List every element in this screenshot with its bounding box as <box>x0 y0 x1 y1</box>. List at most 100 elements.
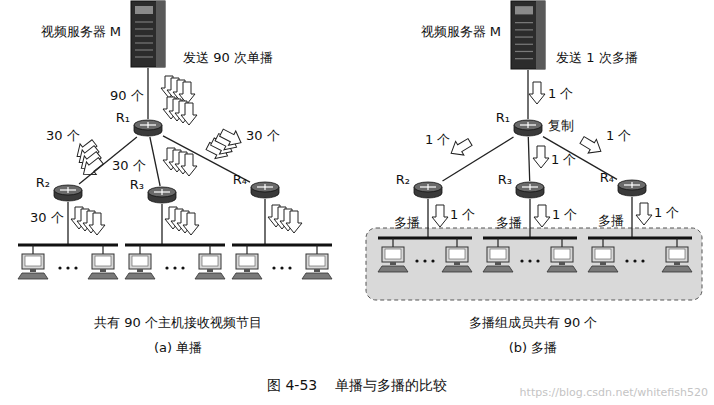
router-node: R₂ <box>413 181 443 199</box>
router-label: R₃ <box>130 177 144 192</box>
hollow-arrow <box>529 82 545 104</box>
server-panel <box>515 6 533 14</box>
server-vent <box>515 29 533 30</box>
router-top <box>251 182 279 192</box>
router-label: R₁ <box>116 110 130 125</box>
router-link <box>529 199 530 238</box>
server-vent <box>515 36 533 37</box>
hollow-arrow <box>534 205 550 227</box>
arrow-stack <box>163 97 197 125</box>
ellipsis-dot <box>58 266 61 269</box>
computer-symbol <box>547 238 577 272</box>
flow-count: 1 个 <box>552 207 577 222</box>
server-case <box>131 1 165 67</box>
router-link <box>67 202 68 245</box>
router-link <box>427 199 428 238</box>
link-line <box>150 137 160 186</box>
computer-symbol <box>18 245 48 279</box>
router-label: R₃ <box>498 172 512 187</box>
flow-count: 1 个 <box>425 132 450 147</box>
flow-count: 1 个 <box>551 152 576 167</box>
router-icon <box>133 119 163 137</box>
arrow-stack <box>71 207 105 235</box>
router-mark <box>147 122 148 128</box>
server-label: 视频服务器 M <box>41 24 121 39</box>
ellipsis-dot <box>415 259 418 262</box>
ellipsis-dot <box>520 259 523 262</box>
flow-count: 1 个 <box>654 205 679 220</box>
ellipsis-dot <box>633 259 636 262</box>
lan-right <box>366 197 702 300</box>
link-line <box>527 70 528 119</box>
flow-count: 1 个 <box>450 207 475 222</box>
panel-label: (b) 多播 <box>509 340 558 355</box>
computer-symbol <box>588 238 618 272</box>
flow-count: 30 个 <box>112 158 146 173</box>
computer-symbol <box>442 238 472 272</box>
router-label: R₄ <box>600 170 614 185</box>
router-node: R₂ <box>53 184 83 202</box>
hollow-arrow <box>432 205 448 227</box>
server-vent <box>515 44 533 45</box>
router-icon <box>513 119 543 137</box>
router-top <box>516 182 544 192</box>
router-node: R₁ <box>513 119 543 137</box>
router-icon <box>413 181 443 199</box>
panel-label: (a) 单播 <box>154 340 202 355</box>
server-icon <box>127 0 169 68</box>
annotation: 多播 <box>394 215 420 230</box>
annotation: 多播 <box>598 213 624 228</box>
router-icon <box>53 184 83 202</box>
arrow-stack <box>165 207 199 235</box>
ellipsis-dot <box>280 266 283 269</box>
ellipsis-dot <box>423 259 426 262</box>
router-mark <box>67 187 68 193</box>
router-mark <box>529 184 530 190</box>
lan-left <box>18 199 332 279</box>
router-node: R₄ <box>617 179 647 197</box>
server-case <box>511 1 545 69</box>
computer-symbol <box>302 245 332 279</box>
hollow-arrow <box>578 133 605 158</box>
computer-symbol <box>378 238 408 272</box>
multicast-arrows <box>432 82 652 227</box>
router-mark <box>161 189 162 195</box>
router-node: R₄ <box>250 181 280 199</box>
flow-count: 30 个 <box>30 210 64 225</box>
router-node: R₁ <box>133 119 163 137</box>
ellipsis-dot <box>272 266 275 269</box>
server-vent <box>135 21 153 22</box>
server-icon <box>507 0 549 70</box>
server-vent <box>135 56 153 57</box>
hollow-arrow <box>533 146 549 168</box>
router-top <box>54 185 82 195</box>
unicast-arrows <box>67 76 302 235</box>
router-icon <box>617 179 647 197</box>
flow-count: 30 个 <box>246 128 280 143</box>
router-mark <box>631 182 632 188</box>
arrow-stack <box>67 137 110 181</box>
router-mark <box>264 184 265 190</box>
computer-symbol <box>232 245 262 279</box>
annotation: 发送 1 次多播 <box>556 50 638 65</box>
flow-count: 90 个 <box>110 88 144 103</box>
router-top <box>514 120 542 130</box>
router-link <box>264 199 265 245</box>
router-label: R₂ <box>36 175 50 190</box>
ellipsis-dot <box>165 266 168 269</box>
router-icon <box>515 181 545 199</box>
router-label: R₂ <box>396 172 410 187</box>
link-line <box>147 68 148 119</box>
flow-count: 1 个 <box>606 128 631 143</box>
annotation: 发送 90 次单播 <box>183 50 273 65</box>
computer-symbol <box>483 238 513 272</box>
ellipsis-dot <box>288 266 291 269</box>
ellipsis-dot <box>625 259 628 262</box>
multicast-group-region <box>366 228 702 300</box>
ellipsis-dot <box>66 266 69 269</box>
ellipsis-dot <box>641 259 644 262</box>
ellipsis-dot <box>536 259 539 262</box>
server-side <box>156 1 165 67</box>
router-top <box>148 187 176 197</box>
